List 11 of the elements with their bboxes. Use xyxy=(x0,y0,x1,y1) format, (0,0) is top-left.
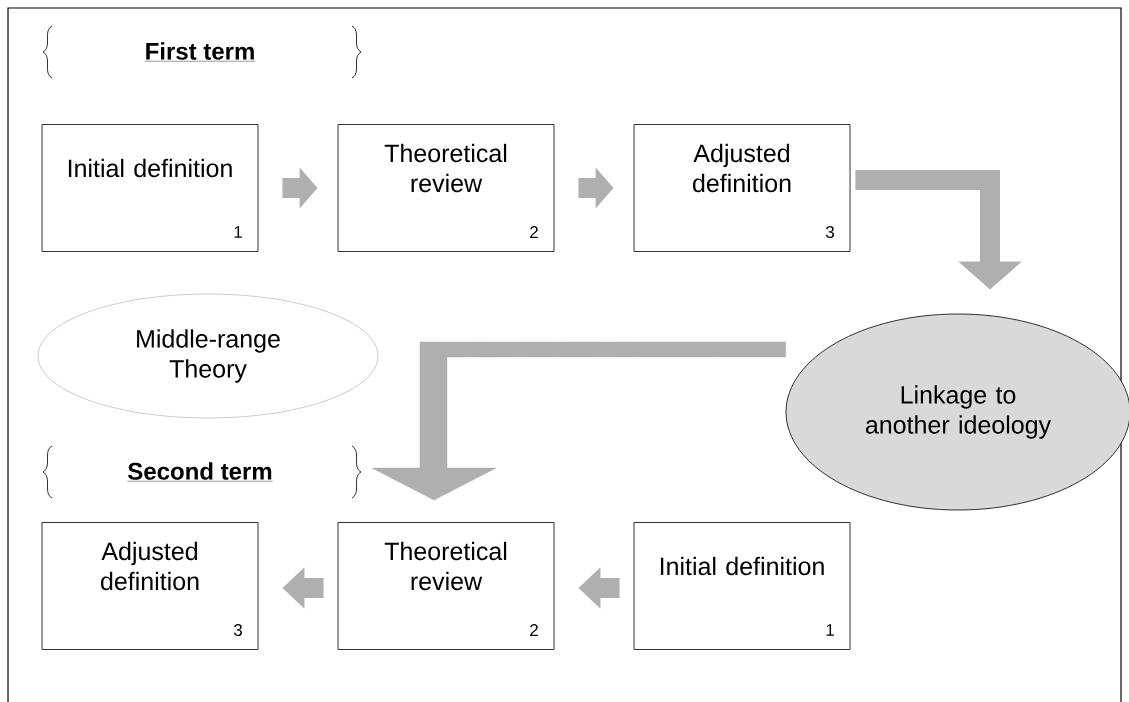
process-box: Initial definition 1 xyxy=(41,124,259,252)
process-box: Theoretical review 2 xyxy=(337,124,555,252)
oval: Middle-range Theory xyxy=(37,293,379,419)
process-box: Adjusted definition 3 xyxy=(633,124,851,252)
section-heading: Second term xyxy=(127,462,273,482)
block-arrow xyxy=(371,341,786,501)
process-box: Theoretical review 2 xyxy=(337,522,555,650)
process-box: Adjusted definition 3 xyxy=(41,522,259,650)
oval: Linkage to another ideology xyxy=(785,313,1129,511)
section-heading: First term xyxy=(144,42,256,62)
process-box: Initial definition 1 xyxy=(633,522,851,650)
